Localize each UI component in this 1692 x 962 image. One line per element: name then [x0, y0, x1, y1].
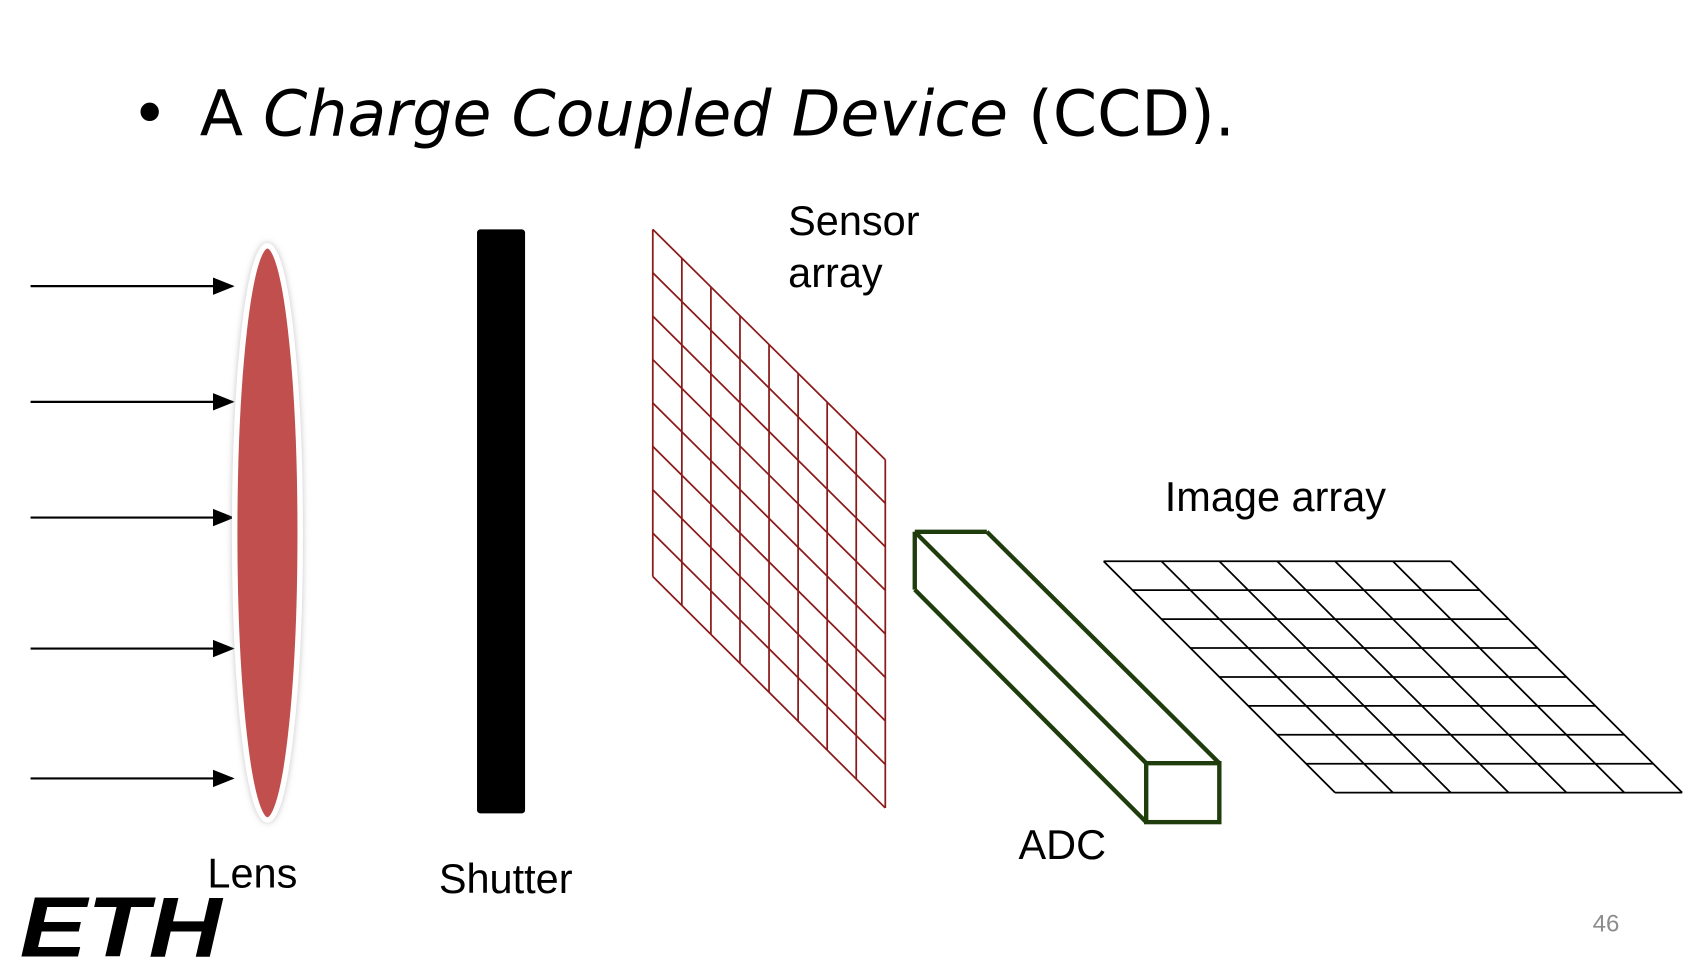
sensor-grid-row-line	[652, 575, 886, 809]
adc-box	[912, 529, 1222, 825]
sensor-grid-row-line	[652, 272, 886, 504]
sensor-grid-row-line	[652, 228, 886, 461]
sensor-array-label-line2: array	[788, 249, 883, 296]
sensor-array-grid	[651, 228, 887, 809]
image-array-label: Image array	[1165, 473, 1387, 520]
lens-shape	[231, 243, 303, 823]
image-array-grid	[1103, 560, 1683, 794]
eth-logo: ETH	[20, 880, 224, 962]
sensor-grid-row-line	[652, 402, 886, 635]
sensor-array-label-line1: Sensor	[788, 197, 920, 244]
sensor-grid-row-line	[652, 489, 886, 722]
shutter-shape	[477, 229, 526, 814]
sensor-grid-row-line	[652, 358, 886, 591]
sensor-grid-row-line	[652, 532, 886, 766]
page-number: 46	[1593, 910, 1620, 937]
lens-label: Lens	[207, 850, 297, 897]
adc-label: ADC	[1018, 821, 1106, 868]
sensor-grid-row-line	[652, 315, 886, 548]
sensor-grid-row-line	[652, 445, 886, 678]
bullet: •	[131, 77, 168, 151]
slide-title: • A Charge Coupled Device (CCD).	[131, 77, 1235, 151]
shutter-label: Shutter	[439, 855, 573, 902]
light-rays	[30, 277, 235, 788]
